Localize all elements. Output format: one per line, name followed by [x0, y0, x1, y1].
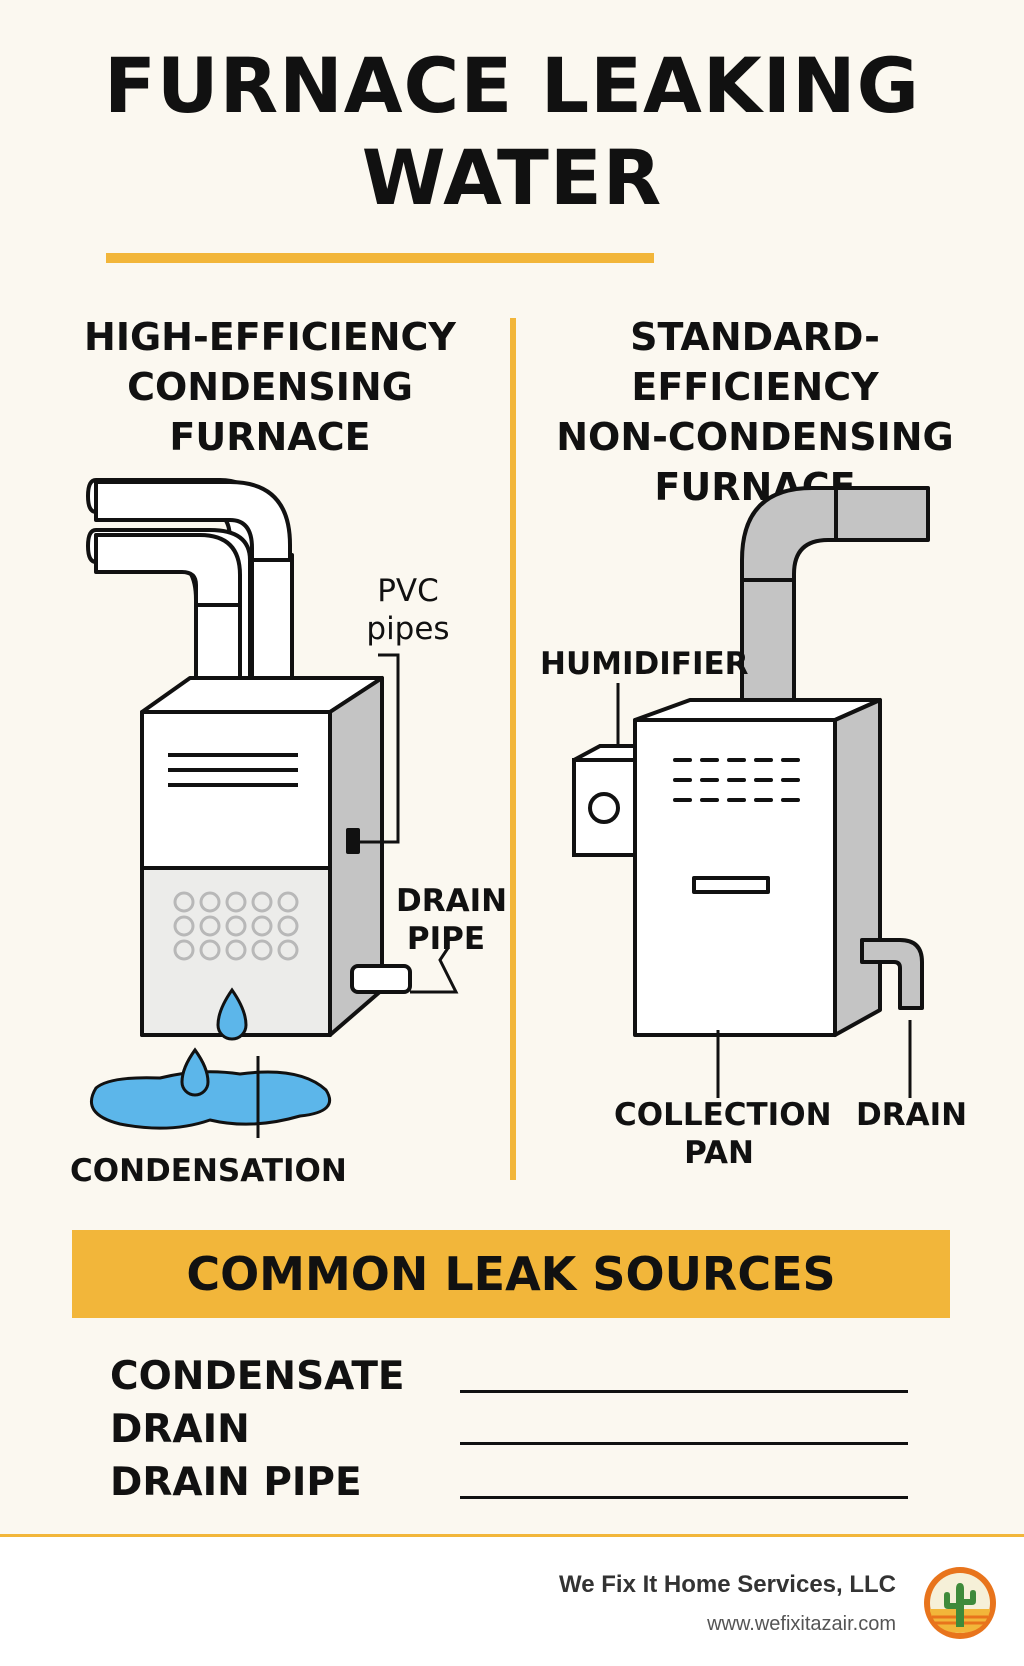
heading-line: NON-CONDENSING — [556, 415, 954, 459]
drain-pipe-label-line1: DRAIN — [396, 883, 508, 919]
drain-pipe-label: DRAIN PIPE — [396, 882, 508, 958]
heading-line: FURNACE — [169, 415, 371, 459]
pvc-label-line1: PVC — [377, 573, 439, 609]
collection-pan-label: COLLECTION PAN — [614, 1096, 832, 1172]
leak-source-rule — [460, 1390, 908, 1393]
page-title: FURNACE LEAKING WATER — [0, 40, 1024, 224]
standard-furnace-cabinet — [633, 698, 924, 1037]
logo-cactus-icon — [924, 1567, 996, 1639]
common-leak-sources-banner: COMMON LEAK SOURCES — [72, 1230, 950, 1318]
right-leader-lines — [616, 683, 912, 1098]
website-link[interactable]: www.wefixitazair.com — [707, 1613, 896, 1635]
humidifier-label: HUMIDIFIER — [540, 646, 749, 682]
humidifier-icon — [572, 744, 637, 857]
title-line-1: FURNACE LEAKING — [103, 41, 921, 130]
high-efficiency-furnace-cabinet — [140, 676, 412, 1037]
condensation-label: CONDENSATION — [70, 1153, 347, 1189]
flue-pipe-icon — [740, 486, 930, 722]
pvc-pipes-label: PVC pipes — [358, 572, 458, 648]
title-underline — [106, 253, 654, 263]
column-divider — [510, 318, 516, 1180]
heading-line: HIGH-EFFICIENCY — [84, 315, 456, 359]
footer: We Fix It Home Services, LLC www.wefixit… — [0, 1537, 1024, 1666]
collection-label-line1: COLLECTION — [614, 1097, 832, 1133]
banner-title: COMMON LEAK SOURCES — [186, 1247, 836, 1301]
leak-source-item: CONDENSATE — [110, 1354, 405, 1399]
leak-source-rule — [460, 1442, 908, 1445]
standard-efficiency-heading: STANDARD-EFFICIENCY NON-CONDENSING FURNA… — [530, 312, 980, 512]
drain-pipe-label-line2: PIPE — [406, 921, 486, 957]
leak-source-item: DRAIN PIPE — [110, 1460, 362, 1505]
title-line-2: WATER — [361, 133, 663, 222]
pvc-pipe-icon — [86, 478, 294, 702]
collection-label-line2: PAN — [684, 1135, 754, 1171]
heading-line: STANDARD-EFFICIENCY — [630, 315, 880, 409]
leak-source-rule — [460, 1496, 908, 1499]
leak-source-item: DRAIN — [110, 1407, 250, 1452]
drain-label: DRAIN — [856, 1097, 968, 1133]
puddle-icon — [90, 1047, 332, 1138]
heading-line: CONDENSING — [127, 365, 413, 409]
company-name: We Fix It Home Services, LLC — [559, 1571, 896, 1598]
high-efficiency-heading: HIGH-EFFICIENCY CONDENSING FURNACE — [60, 312, 480, 462]
footer-divider — [0, 1534, 1024, 1537]
pvc-label-line2: pipes — [366, 611, 450, 647]
furnace-illustrations — [86, 478, 930, 1138]
